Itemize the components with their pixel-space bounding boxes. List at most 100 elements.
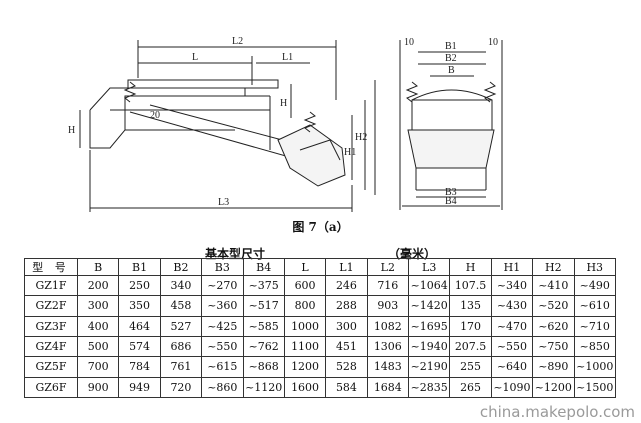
table-cell: 1082: [366, 315, 410, 337]
table-header-row: 型 号 B B1 B2 B3 B4 L L1 L2 L3 H H1 H2 H3: [24, 258, 616, 276]
col-header: L1: [325, 258, 368, 276]
table-cell: ~340: [490, 274, 534, 297]
figure-caption: 图 7（a）: [292, 220, 349, 234]
table-cell: ~1500: [573, 376, 616, 399]
table-cell: 135: [449, 295, 492, 317]
table-cell: 1306: [366, 335, 410, 358]
model-cell: GZ1F: [24, 274, 78, 297]
dim-label-h2: H2: [355, 132, 367, 143]
dim-label-angle-right: 10: [488, 37, 498, 48]
col-header: B3: [201, 258, 244, 276]
table-cell: ~2190: [407, 356, 451, 378]
table-cell: 900: [76, 376, 120, 399]
table-cell: 1000: [283, 315, 327, 337]
table-cell: 350: [118, 295, 161, 317]
table-cell: 1200: [283, 356, 327, 378]
dim-label-h-left: H: [68, 125, 75, 136]
table-cell: ~470: [490, 315, 534, 337]
table-cell: 288: [325, 295, 368, 317]
table-cell: 600: [283, 274, 327, 297]
table-cell: 207.5: [449, 335, 492, 358]
dim-label-l1: L1: [282, 52, 293, 63]
col-header: B2: [159, 258, 203, 276]
table-cell: 1600: [283, 376, 327, 399]
table-cell: 574: [118, 335, 161, 358]
dim-label-h1: H1: [344, 147, 356, 158]
col-header: B1: [118, 258, 161, 276]
table-cell: ~750: [532, 335, 575, 358]
table-cell: 716: [366, 274, 410, 297]
table-cell: ~762: [242, 335, 285, 358]
table-cell: 300: [325, 315, 368, 337]
dim-label-angle-body: 20: [150, 110, 160, 121]
col-header: H: [449, 258, 492, 276]
dim-label-angle-left: 10: [404, 37, 414, 48]
table-cell: ~425: [201, 315, 244, 337]
table-cell: 949: [118, 376, 161, 399]
dim-label-l2: L2: [232, 36, 243, 47]
col-header: B: [76, 258, 120, 276]
table-cell: 1483: [366, 356, 410, 378]
table-cell: 265: [449, 376, 492, 399]
table-cell: ~517: [242, 295, 285, 317]
dim-label-b4: B4: [445, 196, 457, 207]
table-cell: 500: [76, 335, 120, 358]
table-cell: 584: [325, 376, 368, 399]
table-cell: ~410: [532, 274, 575, 297]
table-cell: ~270: [201, 274, 244, 297]
table-cell: 200: [76, 274, 120, 297]
model-cell: GZ3F: [24, 315, 78, 337]
table-cell: 250: [118, 274, 161, 297]
table-cell: 458: [159, 295, 203, 317]
dim-label-l3: L3: [218, 197, 229, 208]
table-cell: ~585: [242, 315, 285, 337]
col-header: H3: [573, 258, 616, 276]
table-cell: ~615: [201, 356, 244, 378]
table-cell: ~620: [532, 315, 575, 337]
table-cell: 300: [76, 295, 120, 317]
table-cell: ~640: [490, 356, 534, 378]
col-header: L: [283, 258, 327, 276]
col-header: L3: [407, 258, 451, 276]
table-cell: 255: [449, 356, 492, 378]
model-cell: GZ6F: [24, 376, 78, 399]
table-cell: ~550: [201, 335, 244, 358]
table-cell: 464: [118, 315, 161, 337]
table-cell: ~860: [201, 376, 244, 399]
table-unit: （毫米）: [388, 247, 437, 261]
table-cell: ~520: [532, 295, 575, 317]
table-cell: ~360: [201, 295, 244, 317]
table-cell: 761: [159, 356, 203, 378]
table-cell: ~1420: [407, 295, 451, 317]
table-cell: ~550: [490, 335, 534, 358]
table-cell: 527: [159, 315, 203, 337]
table-cell: ~1090: [490, 376, 534, 399]
table-cell: 107.5: [449, 274, 492, 297]
table-cell: ~490: [573, 274, 616, 297]
table-cell: 1100: [283, 335, 327, 358]
table-cell: 1684: [366, 376, 410, 399]
model-cell: GZ2F: [24, 295, 78, 317]
table-cell: 800: [283, 295, 327, 317]
table-cell: ~1940: [407, 335, 451, 358]
table-cell: ~1695: [407, 315, 451, 337]
table-cell: 720: [159, 376, 203, 399]
model-cell: GZ5F: [24, 356, 78, 378]
dim-label-b: B: [448, 65, 455, 76]
dim-label-b2: B2: [445, 53, 457, 64]
dim-label-l: L: [192, 52, 198, 63]
table-cell: ~868: [242, 356, 285, 378]
model-cell: GZ4F: [24, 335, 78, 358]
table-cell: 700: [76, 356, 120, 378]
col-header: L2: [366, 258, 410, 276]
table-cell: 246: [325, 274, 368, 297]
table-cell: 451: [325, 335, 368, 358]
feeder-technical-drawing: L2 L L1 H H H2 H1 L3 20 10 10 B1 B2 B B3…: [68, 36, 503, 212]
table-cell: ~375: [242, 274, 285, 297]
table-cell: 170: [449, 315, 492, 337]
table-cell: ~890: [532, 356, 575, 378]
